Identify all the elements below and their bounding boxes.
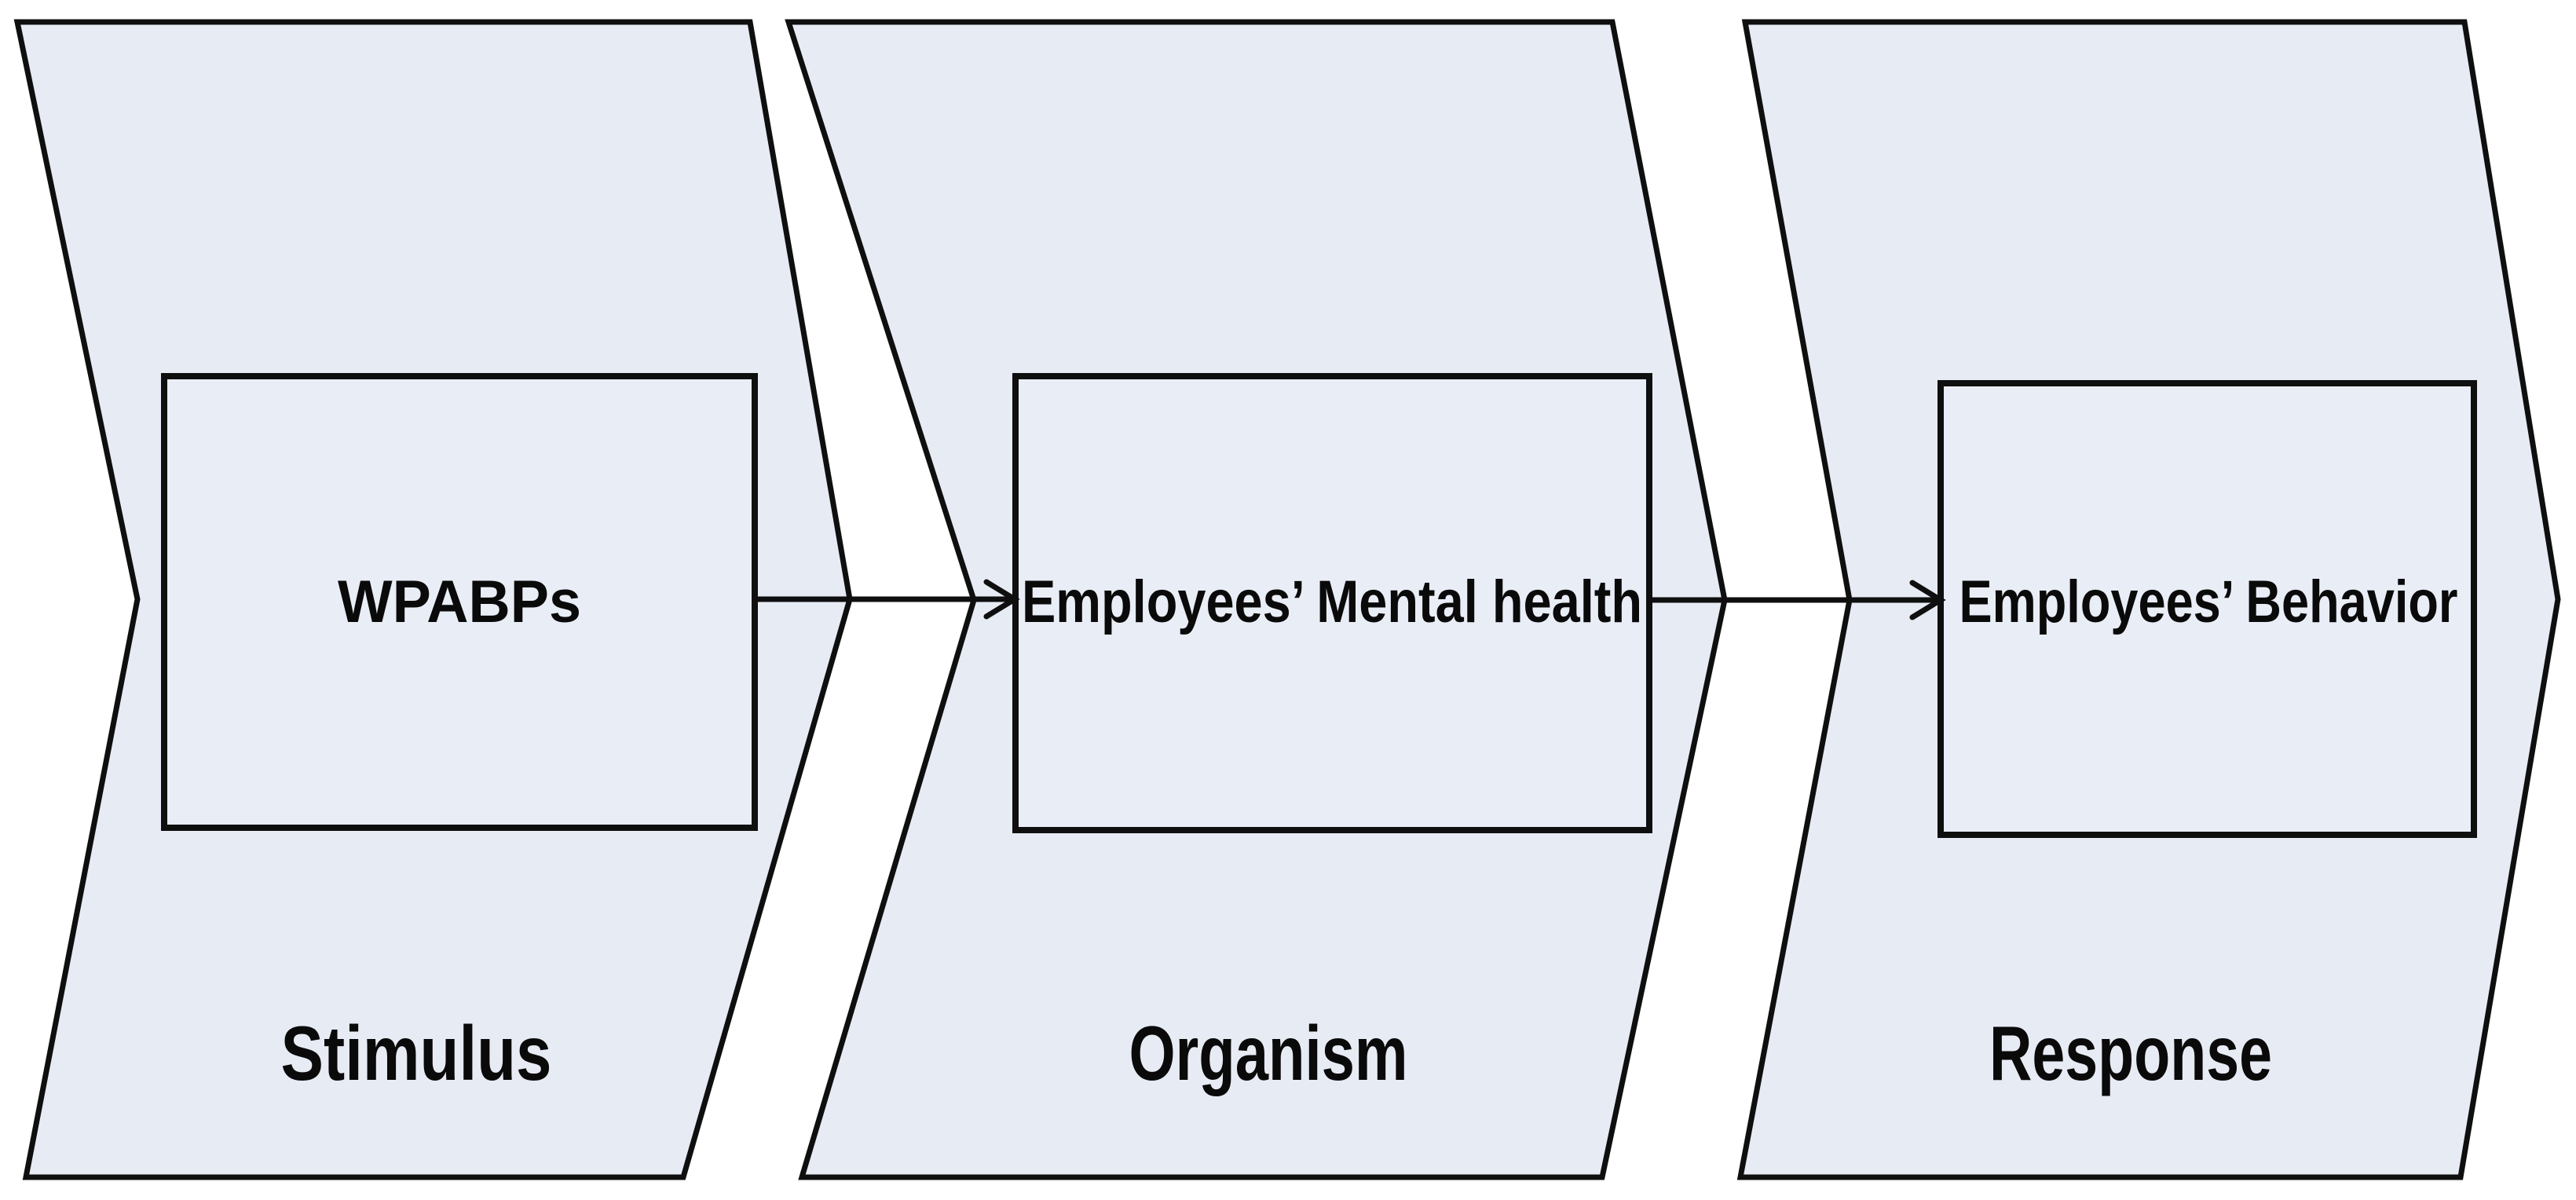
- organism-box: [1012, 373, 1652, 833]
- response-box-label: Employees’ Behavior: [1959, 569, 2458, 635]
- arrow-organism-to-response: [1649, 580, 1946, 620]
- response-box: [1937, 380, 2477, 838]
- arrow-stimulus-to-organism: [755, 579, 1020, 620]
- arrow-organism-to-response-head-icon: [1909, 580, 1946, 620]
- stage-response: Employees’ Behavior Response: [1736, 19, 2561, 1180]
- stage-stimulus: WPABPs Stimulus: [13, 19, 853, 1180]
- arrow-stimulus-to-organism-head-icon: [983, 579, 1020, 620]
- organism-stage-label: Organism: [1129, 1010, 1408, 1096]
- stimulus-box: [161, 373, 758, 831]
- response-stage-label: Response: [1989, 1010, 2272, 1096]
- stimulus-box-label: WPABPs: [338, 569, 581, 635]
- organism-box-label: Employees’ Mental health: [1022, 569, 1642, 635]
- stimulus-stage-label: Stimulus: [281, 1010, 552, 1096]
- stage-organism: Employees’ Mental health Organism: [785, 19, 1728, 1180]
